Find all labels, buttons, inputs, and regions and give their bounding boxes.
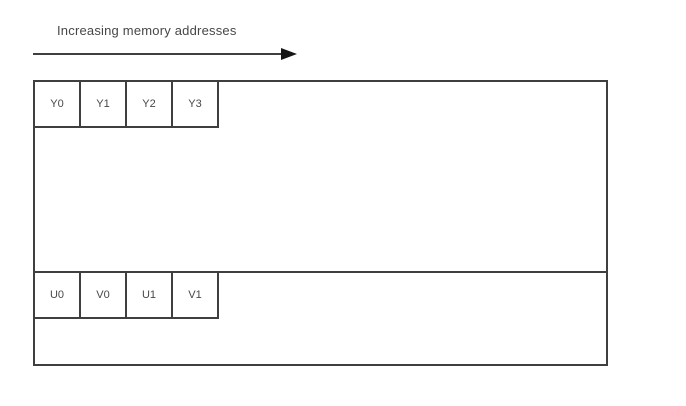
cell-u1: U1: [125, 271, 173, 319]
cell-y3: Y3: [171, 80, 219, 128]
y-plane-cell-row: Y0 Y1 Y2 Y3: [33, 80, 219, 128]
increasing-memory-addresses-label: Increasing memory addresses: [57, 23, 237, 38]
cell-v0: V0: [79, 271, 127, 319]
cell-y0: Y0: [33, 80, 81, 128]
cell-u0: U0: [33, 271, 81, 319]
cell-y2: Y2: [125, 80, 173, 128]
plane-divider-line: [33, 271, 608, 273]
cell-v1: V1: [171, 271, 219, 319]
cell-y1: Y1: [79, 80, 127, 128]
right-arrow-icon: [281, 48, 297, 60]
arrow-line: [33, 53, 282, 55]
uv-plane-cell-row: U0 V0 U1 V1: [33, 271, 219, 319]
